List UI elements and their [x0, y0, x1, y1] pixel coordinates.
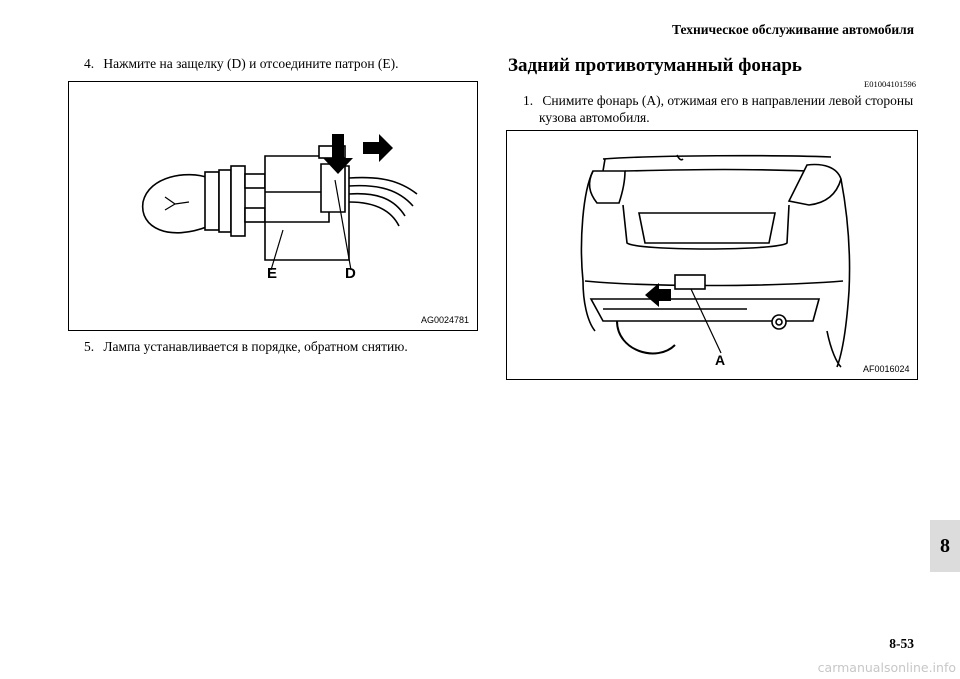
step-1-line-1: Снимите фонарь (A), отжимая его в направ…	[542, 93, 914, 108]
page-number: 8-53	[889, 636, 914, 651]
step-5-number: 5.	[84, 339, 95, 354]
figure-code: AG0024781	[421, 315, 469, 325]
chapter-tab: 8	[930, 520, 960, 572]
step-5-text: Лампа устанавливается в порядке, обратно…	[103, 339, 408, 354]
step-4-number: 4.	[84, 56, 95, 71]
bulb-socket-illustration: E D AG0024781	[141, 134, 469, 325]
step-4-text: Нажмите на защелку (D) и отсоедините пат…	[103, 56, 399, 71]
watermark: carmanualsonline.info	[817, 660, 956, 675]
page-header: Техническое обслуживание автомобиля	[672, 22, 914, 37]
figure-rear-fog-lamp: A AF0016024	[506, 130, 918, 380]
label-e: E	[267, 265, 277, 282]
step-5: 5. Лампа устанавливается в порядке, обра…	[84, 338, 408, 355]
step-1-number: 1.	[523, 93, 534, 108]
section-title: Задний противотуманный фонарь	[508, 55, 802, 76]
pull-arrow-icon	[363, 134, 393, 162]
rear-bumper-illustration: A AF0016024	[580, 154, 910, 374]
label-a: A	[715, 352, 725, 368]
push-left-arrow-icon	[645, 283, 671, 307]
push-arrow-icon	[323, 134, 353, 174]
figure-code: AF0016024	[863, 364, 910, 374]
section-code: E01004101596	[864, 79, 916, 89]
label-d: D	[345, 265, 356, 282]
step-4: 4. Нажмите на защелку (D) и отсоедините …	[84, 55, 399, 72]
step-1-line-2: кузова автомобиля.	[539, 110, 650, 125]
step-1: 1. Снимите фонарь (A), отжимая его в нап…	[523, 92, 913, 126]
figure-bulb-socket: E D AG0024781	[68, 81, 478, 331]
